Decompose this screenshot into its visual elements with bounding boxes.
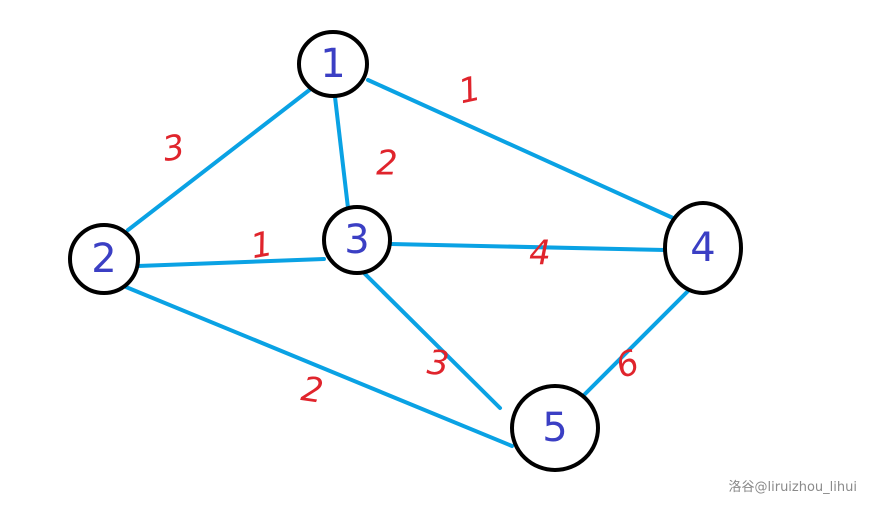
edge-3-5 [362,271,502,410]
edge-weight-1-3: 2 [376,144,398,184]
node-circle-4 [663,201,743,295]
edge-4-5 [582,287,692,397]
edge-weight-4-5: 6 [610,342,644,387]
edge-1-2 [126,86,314,232]
node-label-4: 4 [690,225,715,271]
edge-3-4 [389,242,667,252]
node-circle-5 [510,384,600,472]
watermark: 洛谷@liruizhou_lihui [728,480,858,495]
edge-1-3 [333,95,350,210]
edge-2-3 [136,257,326,268]
node-circle-3 [322,205,392,275]
node-label-1: 1 [320,41,345,87]
node-label-3: 3 [344,217,369,263]
edges-layer [124,78,692,448]
node-circle-1 [297,30,369,98]
node-label-5: 5 [542,405,567,451]
node-5: 5 [510,384,600,472]
edge-1-4 [366,78,675,220]
edge-weight-1-4: 1 [455,69,484,113]
edge-weight-1-2: 3 [160,127,188,170]
node-2: 2 [68,223,140,295]
node-4: 4 [663,201,743,295]
node-1: 1 [297,30,369,98]
edge-weight-3-4: 4 [529,234,551,274]
edge-2-5 [124,285,514,448]
node-3: 3 [322,205,392,275]
node-label-2: 2 [91,236,116,282]
edge-weight-2-5: 2 [299,369,326,412]
node-circle-2 [68,223,140,295]
edge-weight-3-5: 3 [425,342,451,384]
